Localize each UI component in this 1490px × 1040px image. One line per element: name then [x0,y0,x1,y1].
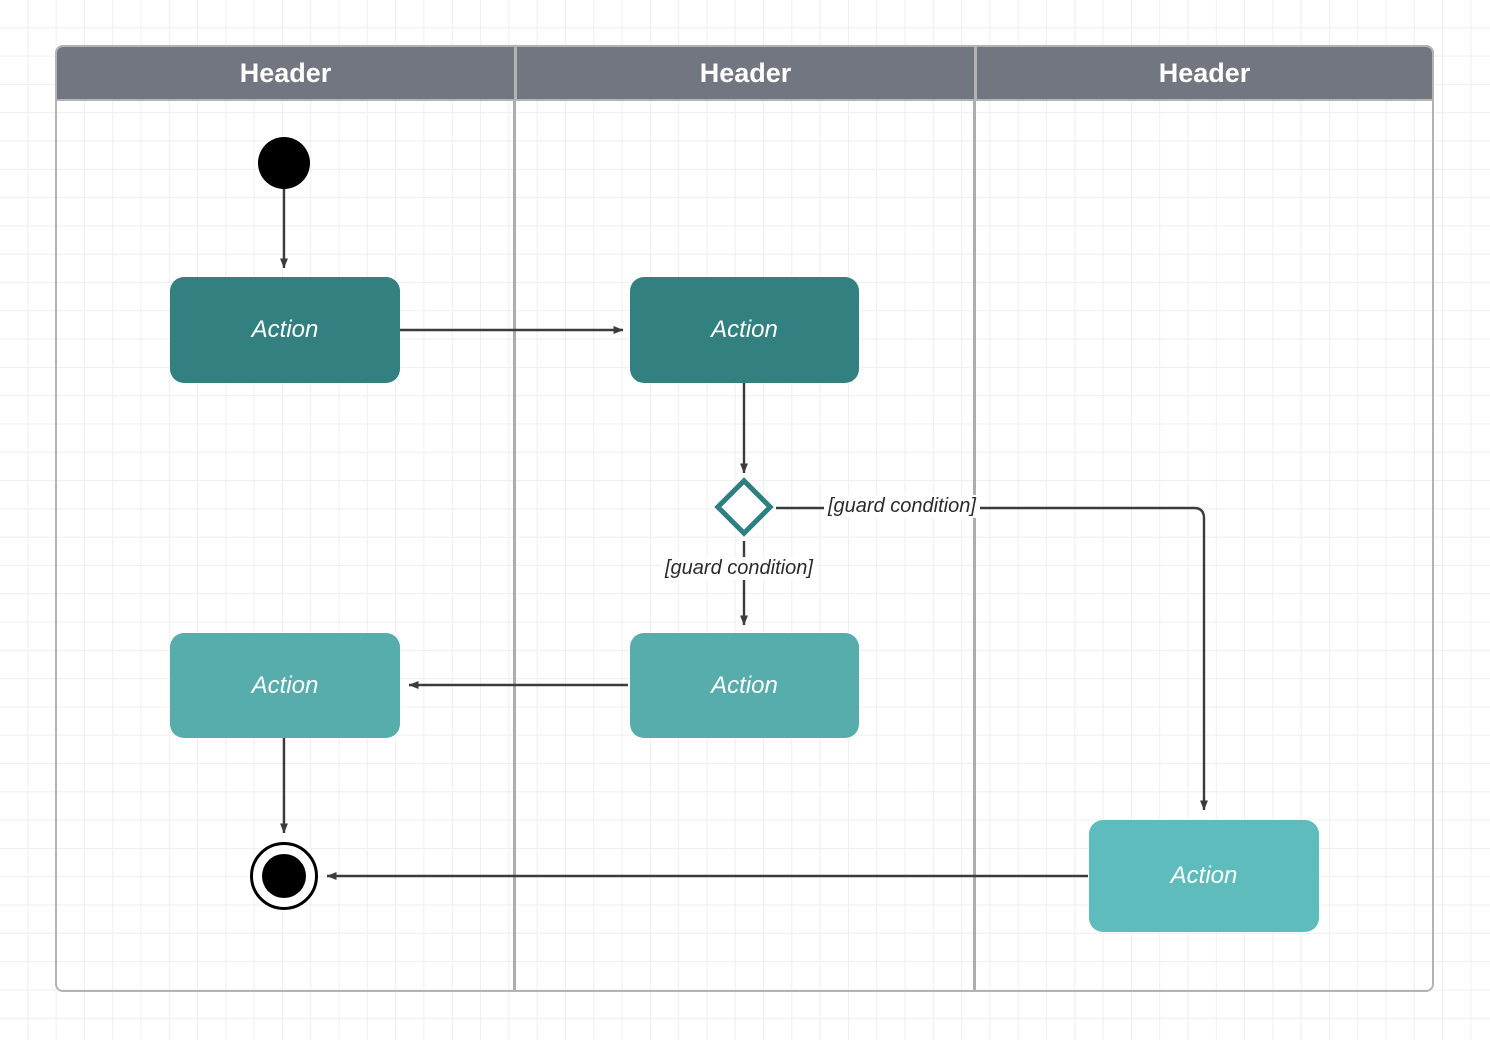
guard-label-right: [guard condition] [824,495,980,518]
action-node-3[interactable]: Action [630,633,859,738]
lane-divider-2 [973,101,976,990]
lane-header-3[interactable]: Header [974,47,1432,99]
action-node-5[interactable]: Action [1089,820,1319,932]
lane-divider-1 [513,101,516,990]
action-node-1-label: Action [251,316,319,343]
action-node-5-label: Action [1170,862,1238,889]
action-node-2-label: Action [711,316,778,343]
swimlane-header-row: Header Header Header [55,45,1434,101]
final-node[interactable] [250,842,318,910]
action-node-2[interactable]: Action [630,277,859,383]
lane-header-2[interactable]: Header [514,47,974,99]
guard-label-down: [guard condition] [661,557,817,580]
action-node-1[interactable]: Action [170,277,400,383]
lane-header-1[interactable]: Header [57,47,514,99]
action-node-3-label: Action [711,671,778,699]
initial-node[interactable] [258,137,310,189]
action-node-4[interactable]: Action [170,633,400,738]
action-node-4-label: Action [251,671,319,699]
